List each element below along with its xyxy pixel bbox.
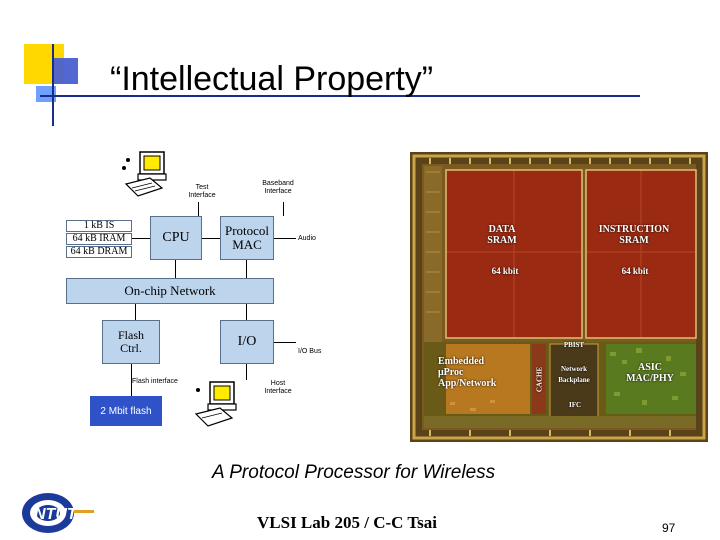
mem-64kb-dram: 64 kB DRAM xyxy=(66,246,132,258)
die-size-left-label: 64 kbit xyxy=(491,266,519,276)
footer-text: VLSI Lab 205 / C-C Tsai xyxy=(257,513,437,532)
title-decoration-lightblue xyxy=(36,86,56,102)
ntut-logo-icon: NTUT xyxy=(22,493,94,533)
protocol-mac-block: Protocol MAC xyxy=(220,216,274,260)
host-interface-label: Host Interface xyxy=(264,380,292,395)
audio-label: Audio xyxy=(298,235,316,242)
io-bus-connector xyxy=(274,342,296,343)
die-data-sram-label: DATA SRAM xyxy=(487,224,517,246)
on-chip-network-label: On-chip Network xyxy=(124,283,216,298)
die-ifc-label: IFC xyxy=(568,401,582,409)
die-cache-label: CACHE xyxy=(535,366,544,393)
die-texture xyxy=(410,152,708,442)
block-diagram: Test Interface Baseband Interface 1 kB I… xyxy=(60,148,400,428)
title-horizontal-rule xyxy=(40,95,640,97)
title-vertical-rule xyxy=(52,44,54,126)
flash-interface-label: Flash interface xyxy=(132,378,178,385)
test-connector xyxy=(198,202,199,216)
mem-64kb-iram: 64 kB IRAM xyxy=(66,233,132,245)
title-decoration-blue xyxy=(52,58,78,84)
figure-caption: A Protocol Processor for Wireless xyxy=(212,462,496,483)
slide-title: “Intellectual Property” xyxy=(110,60,434,98)
flash-ctrl-block: Flash Ctrl. xyxy=(102,320,160,364)
die-asic-label: ASIC MAC/PHY xyxy=(626,362,674,384)
die-photo: DATA SRAM INSTRUCTION SRAM 64 kbit 64 kb… xyxy=(410,152,708,442)
cpu-block: CPU xyxy=(150,216,202,260)
die-network-backplane-label: Network Backplane xyxy=(558,365,590,384)
mem-1kb-is: 1 kB IS xyxy=(66,220,132,232)
protocol-mac-label: Protocol MAC xyxy=(224,223,270,252)
die-instruction-sram-label: INSTRUCTION SRAM xyxy=(598,224,670,246)
die-embedded-label: Embedded μProc App/Network xyxy=(438,356,497,389)
mem-cpu-connector xyxy=(132,238,150,239)
on-chip-network-block: On-chip Network xyxy=(66,278,274,304)
svg-text:NTUT: NTUT xyxy=(34,506,78,523)
io-block: I/O xyxy=(220,320,274,364)
test-terminal-icon xyxy=(122,151,167,197)
flash-ctrl-label: Flash Ctrl. xyxy=(117,328,144,355)
page-number: 97 xyxy=(662,521,676,535)
io-label: I/O xyxy=(237,334,257,349)
audio-connector xyxy=(274,238,296,239)
io-bus-label: I/O Bus xyxy=(298,348,322,355)
host-terminal-icon xyxy=(194,381,237,427)
flash-2mbit-block: 2 Mbit flash xyxy=(90,396,162,426)
baseband-interface-label: Baseband Interface xyxy=(262,180,294,195)
baseband-connector xyxy=(283,202,284,216)
cpu-label: CPU xyxy=(162,230,190,245)
flash-2mbit-label: 2 Mbit flash xyxy=(100,405,152,417)
test-interface-label: Test Interface xyxy=(188,184,216,199)
die-pbist-label: PBIST xyxy=(563,341,585,349)
die-size-right-label: 64 kbit xyxy=(621,266,649,276)
